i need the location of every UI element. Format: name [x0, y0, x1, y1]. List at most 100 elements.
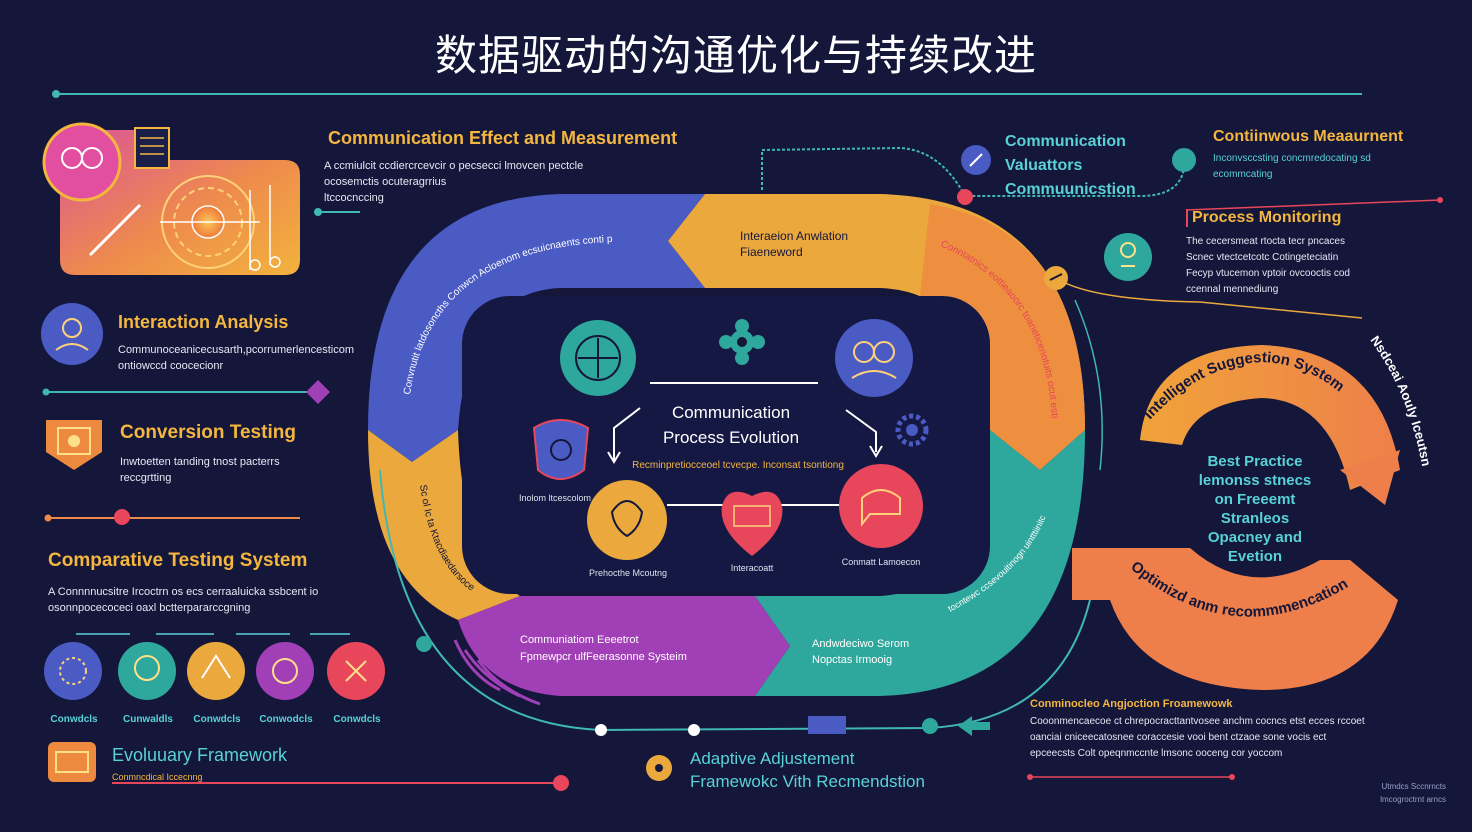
conversion-body-line2: reccgrtting	[120, 472, 172, 484]
comparative-body-line2: osonnpocecoceci oaxl bctterpararccgning	[48, 602, 251, 614]
arc-teal-line2: Nopctas Irmooig	[812, 654, 893, 666]
comparative-icon-5	[327, 642, 385, 700]
effect-body-line2: ocosemctis ocuteragrrius	[324, 176, 447, 188]
comparative-icon-3	[187, 642, 245, 700]
footer-note: Utmdcs Sccnrncts lmcogroctrnt arncs	[1336, 780, 1446, 806]
core-title-line1: Communication	[671, 403, 791, 422]
best-practice-line3: on Freeemt	[1214, 491, 1296, 508]
arc-purple-line2: Fpmewpcr ulfFeerasonne Systeim	[520, 651, 687, 663]
effect-body-line1: A ccmiulcit ccdiercrcevcir o pecsecci lm…	[324, 160, 584, 172]
adaptive-line1: Adaptive Adjustement	[690, 749, 855, 768]
interaction-body: Communoceanicecusarth,pcorrumerlencestic…	[118, 342, 378, 374]
arc-yellow-top-line2: Fiaeneword	[740, 245, 803, 259]
adaptive-icon	[646, 755, 672, 781]
interaction-heading: Interaction Analysis	[118, 312, 289, 332]
comparative-label-1: Conwdcls	[50, 714, 98, 725]
best-practice-line5: Opacney and	[1207, 529, 1303, 546]
loop-segment-blue	[368, 194, 705, 462]
interaction-analysis-icon	[41, 303, 103, 365]
continuous-body: Inconvsccsting concmredocating sd ecommc…	[1213, 151, 1453, 183]
monitoring-body-line4: ccennal mennediung	[1186, 284, 1279, 295]
measurement-illustration	[42, 122, 300, 275]
effect-body: A ccmiulcit ccdiercrcevcir o pecsecci lm…	[324, 158, 644, 206]
monitoring-body-line3: Fecyp vtucemon vptoir ovcooctis cod	[1186, 268, 1350, 279]
shield-label: Inolom ltcescolom	[518, 493, 592, 503]
continuous-body-line1: Inconvsccsting concmredocating sd	[1213, 153, 1371, 164]
adjustment-heading: Conminocleo Angjoction Froamewowk	[1030, 698, 1233, 710]
heart-label: Interacoatt	[730, 563, 774, 573]
best-practice-line4: Stranleos	[1220, 510, 1290, 527]
adaptive-heading: Adaptive Adjustement Framewokc Vith Recm…	[690, 747, 925, 793]
comparative-label-5: Conwdcls	[333, 714, 381, 725]
footer-note-line2: lmcogroctrnt arncs	[1380, 795, 1446, 804]
valuators-line3: Commuunicstion	[1005, 181, 1136, 198]
page-title: 数据驱动的沟通优化与持续改进	[434, 31, 1037, 80]
conversion-body-line1: Inwtoetten tanding tnost pacterrs	[120, 456, 280, 468]
conversion-heading: Conversion Testing	[120, 422, 296, 443]
arc-teal-line1: Andwdeciwo Serom	[812, 638, 910, 650]
valuators-line1: Communication	[1005, 133, 1126, 150]
valuators-line2: Valuattors	[1005, 157, 1083, 174]
adjustment-body: Cooonmencaecoe ct chrepocracttantvosee a…	[1030, 714, 1440, 762]
right-top-connector	[761, 146, 1443, 211]
best-practice-line6: Evetion	[1227, 548, 1283, 565]
adjustment-body-line3: epceecsts Colt opeqnmccnte lmsonc ooceng…	[1030, 748, 1283, 759]
interaction-body-line1: Communoceanicecusarth,pcorrumerlencestic…	[118, 344, 354, 356]
arc-yellow-top-line1: Interaeion Anwlation	[740, 229, 849, 243]
arc-purple-text: Communiatiom Eeeetrot Fpmewpcr ulfFeeras…	[520, 632, 687, 666]
interaction-body-line2: ontiowccd coocecionr	[118, 360, 224, 372]
right-mid-connector	[1044, 266, 1363, 471]
comparative-label-2: Cunwaldls	[122, 714, 173, 725]
loop-segment-orange	[920, 204, 1085, 470]
effect-heading: Communication Effect and Measurement	[328, 128, 678, 148]
core-arrow-right-icon	[845, 409, 883, 458]
effect-body-line3: ltccocnccing	[324, 192, 384, 204]
lightbulb-icon	[587, 480, 667, 560]
conversion-testing-badge-icon	[46, 420, 102, 470]
valuators-icon	[961, 145, 991, 175]
evolution-framework-icon	[48, 742, 96, 782]
continuous-body-line2: ecommcating	[1213, 169, 1273, 180]
best-practice-text: Best Practice lemonss stnecs on Freeemt …	[1180, 452, 1330, 566]
continuous-heading: Contiinwous Meaaurnent	[1213, 128, 1404, 145]
core-title-line2: Process Evolution	[662, 428, 800, 447]
gear-icon	[895, 413, 929, 447]
adjustment-divider	[1027, 774, 1235, 780]
evolution-connector	[112, 775, 569, 791]
monitoring-body-line2: Scnec vtectcetcotc Cotingeteciatin	[1186, 252, 1339, 263]
team-icon	[835, 319, 913, 397]
loop-segment-teal	[755, 430, 1085, 696]
best-practice-line1: Best Practice	[1207, 453, 1303, 470]
adjustment-body-line2: oanciai cniceecatosnee coraccesie vooi b…	[1030, 732, 1327, 743]
comparative-icon-4	[256, 642, 314, 700]
core-arrow-left-icon	[607, 407, 641, 464]
suggestion-ring	[1072, 345, 1400, 690]
comparative-label-3: Conwdcls	[193, 714, 241, 725]
adjustment-body-line1: Cooonmencaecoe ct chrepocracttantvosee a…	[1030, 716, 1365, 727]
effect-connector	[314, 208, 360, 216]
lightbulb-label: Prehocthe Mcoutng	[588, 568, 668, 578]
best-practice-line2: lemonss stnecs	[1198, 472, 1312, 489]
title-divider	[52, 90, 1362, 98]
heart-icon	[721, 491, 783, 556]
arc-yellow-top-text: Interaeion Anwlation Fiaeneword	[740, 228, 848, 260]
monitoring-icon	[1104, 233, 1152, 281]
monitoring-body-line1: The cecersmeat rtocta tecr pncaces	[1186, 236, 1345, 247]
comparative-body: A Connnnucsitre Ircoctrn os ecs cerraalu…	[48, 584, 378, 616]
chat-icon	[839, 464, 923, 548]
comparative-icon-2	[118, 642, 176, 700]
interaction-connector	[42, 380, 330, 404]
shield-icon	[532, 419, 590, 480]
core-subtitle: Recminpretiocceoel tcvecpe. Inconsat tso…	[632, 460, 844, 471]
arc-purple-line1: Communiatiom Eeeetrot	[520, 634, 639, 646]
purple-fins	[453, 639, 541, 706]
evolution-heading: Evoluuary Framework	[112, 745, 288, 765]
monitoring-heading: Process Monitoring	[1186, 209, 1341, 227]
chat-label: Conmatt Lamoecon	[841, 557, 921, 567]
arc-teal-text: Andwdeciwo Serom Nopctas Irmooig	[812, 636, 909, 668]
globe-icon	[560, 320, 636, 396]
footer-note-line1: Utmdcs Sccnrncts	[1381, 782, 1446, 791]
adaptive-line2: Framewokc Vith Recmendstion	[690, 772, 925, 791]
comparative-body-line1: A Connnnucsitre Ircoctrn os ecs cerraalu…	[48, 586, 319, 598]
